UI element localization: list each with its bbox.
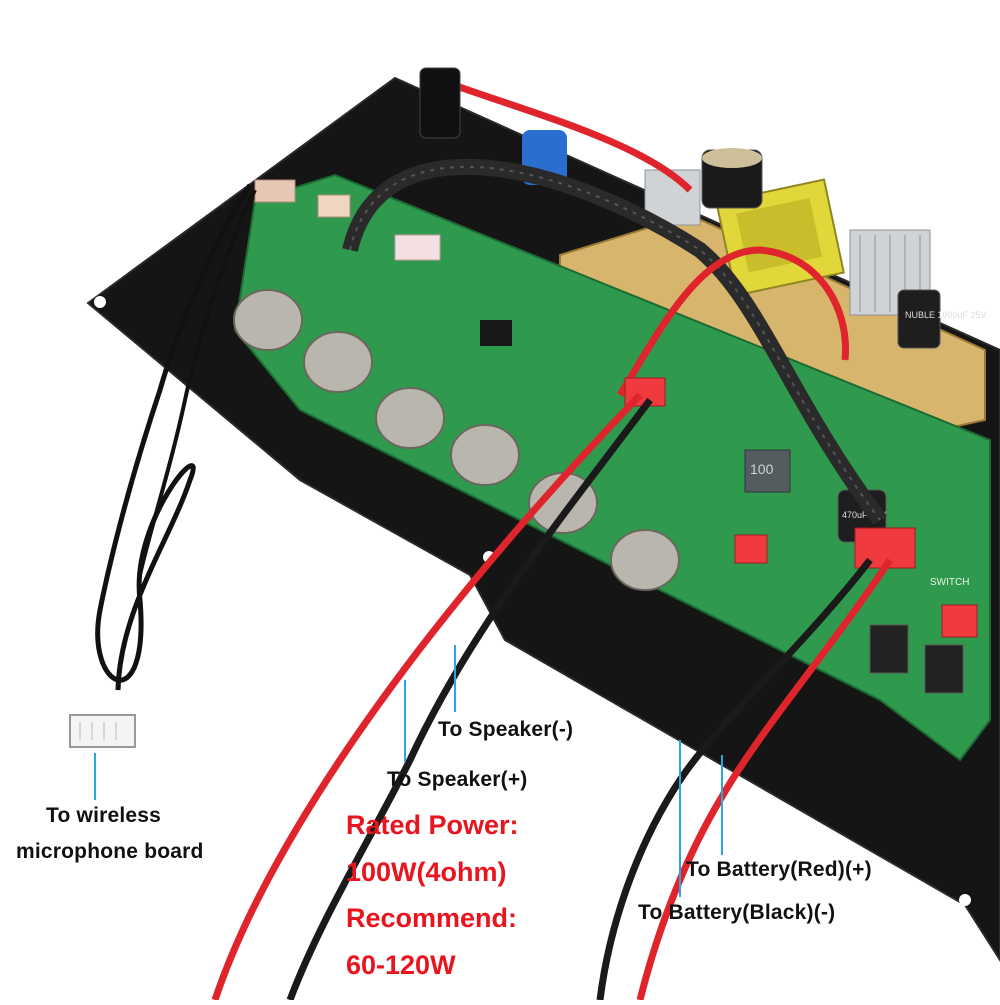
label-speaker-negative: To Speaker(-) bbox=[438, 718, 574, 741]
spec-rated-value: 100W(4ohm) bbox=[346, 857, 507, 887]
inductor-print: 100 bbox=[750, 461, 774, 477]
spec-rated-label: Rated Power: bbox=[346, 810, 519, 840]
extra-plug bbox=[941, 604, 978, 638]
amplifier-pcb bbox=[233, 173, 991, 762]
capacitor-print: 470uF 25V bbox=[842, 510, 886, 520]
connector-header bbox=[317, 194, 351, 218]
ic-chip bbox=[480, 320, 512, 346]
plate-hole bbox=[959, 894, 971, 906]
transformer-core bbox=[736, 198, 823, 273]
spec-recommend-label: Recommend: bbox=[346, 903, 518, 933]
label-speaker-positive: To Speaker(+) bbox=[387, 768, 528, 791]
audio-jack bbox=[924, 644, 964, 694]
label-battery-red: To Battery(Red)(+) bbox=[686, 858, 872, 881]
audio-jack bbox=[869, 624, 909, 674]
inductor bbox=[744, 449, 791, 493]
spec-recommend-value: 60-120W bbox=[346, 950, 456, 980]
capacitor-black bbox=[897, 289, 941, 349]
mic-cable bbox=[95, 183, 253, 691]
power-socket bbox=[419, 67, 461, 139]
connector-header bbox=[394, 234, 441, 261]
ribbon-cable bbox=[349, 165, 881, 521]
battery-wire-red bbox=[636, 558, 893, 1001]
switch-print: SWITCH bbox=[930, 577, 969, 588]
label-mic-line1: To wireless bbox=[46, 804, 162, 827]
label-mic-line2: microphone board bbox=[16, 840, 204, 863]
power-wire-red bbox=[617, 246, 850, 397]
capacitor-top bbox=[702, 148, 762, 168]
plate-hole bbox=[94, 296, 106, 308]
power-wire-red bbox=[438, 76, 693, 193]
extra-plug bbox=[734, 534, 768, 564]
connector-header bbox=[254, 179, 296, 203]
speaker-wire-red bbox=[211, 392, 643, 1002]
mic-connector bbox=[69, 714, 136, 748]
label-battery-black: To Battery(Black)(-) bbox=[638, 901, 836, 924]
capacitor-print: NUBLE 1000uF 25V bbox=[905, 310, 987, 320]
mic-cable bbox=[138, 189, 257, 576]
speaker-wire-black bbox=[286, 397, 653, 1002]
